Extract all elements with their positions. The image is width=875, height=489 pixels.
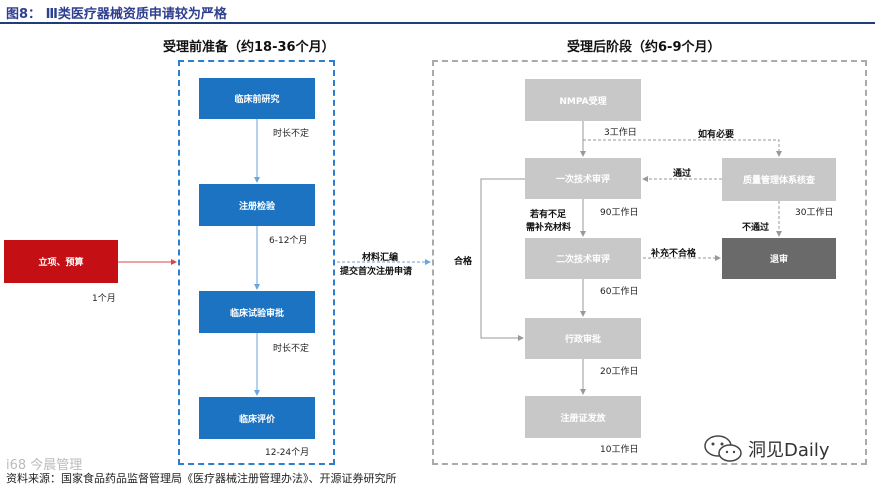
- phase-pre-title: 受理前准备（约18-36个月）: [163, 40, 335, 55]
- edge-label-qualified: 合格: [454, 257, 473, 267]
- node-project: 立项、预算: [4, 240, 118, 283]
- title-divider: [0, 22, 875, 24]
- edge-qualified-bypass: [480, 178, 525, 341]
- watermark-right: 洞见Daily: [700, 432, 830, 466]
- node-admin-approval: 行政审批: [525, 318, 641, 359]
- node-trial-approval: 临床试验审批: [199, 291, 315, 333]
- duration-nmpa: 3工作日: [604, 128, 637, 138]
- edge-label-submit-1: 材料汇编: [362, 253, 399, 263]
- edge-label-supplement-2: 需补充材料: [526, 223, 572, 233]
- duration-registration-test: 6-12个月: [269, 236, 308, 246]
- edge-label-supplement-1: 若有不足: [530, 210, 567, 220]
- phase-post-title: 受理后阶段（约6-9个月）: [567, 40, 721, 55]
- node-tech-review-2: 二次技术审评: [525, 238, 641, 279]
- node-nmpa: NMPA受理: [525, 79, 641, 121]
- node-cert-issue: 注册证发放: [525, 396, 641, 438]
- duration-quality-check: 30工作日: [795, 208, 834, 218]
- edge-label-passed: 通过: [673, 169, 692, 179]
- duration-trial-approval: 时长不定: [273, 344, 310, 354]
- post-phase-container: [432, 60, 867, 465]
- node-reject: 退审: [722, 238, 836, 279]
- edge-label-failed: 不通过: [742, 223, 770, 233]
- node-quality-check: 质量管理体系核查: [722, 158, 836, 201]
- node-clinical-research: 临床前研究: [199, 78, 315, 119]
- duration-clinical-eval: 12-24个月: [265, 448, 310, 458]
- node-registration-test: 注册检验: [199, 184, 315, 226]
- source-note: 资料来源：国家食品药品监督管理局《医疗器械注册管理办法》、开源证券研究所: [6, 472, 397, 485]
- duration-tech-review-2: 60工作日: [600, 287, 639, 297]
- node-clinical-eval: 临床评价: [199, 397, 315, 439]
- duration-clinical-research: 时长不定: [273, 129, 310, 139]
- edge-if-needed: [583, 139, 782, 157]
- node-tech-review-1: 一次技术审评: [525, 158, 641, 199]
- duration-project: 1个月: [92, 294, 116, 304]
- duration-cert-issue: 10工作日: [600, 445, 639, 455]
- duration-tech-review-1: 90工作日: [600, 208, 639, 218]
- figure-title: 图8： Ⅲ类医疗器械资质申请较为严格: [6, 7, 227, 22]
- edge-label-supplement-fail: 补充不合格: [651, 249, 697, 259]
- watermark-left: i68 今晨管理: [6, 458, 83, 473]
- edge-label-submit-2: 提交首次注册申请: [340, 267, 413, 277]
- wechat-icon: [704, 435, 742, 462]
- duration-admin-approval: 20工作日: [600, 367, 639, 377]
- watermark-right-text: 洞见Daily: [748, 440, 830, 461]
- edge-label-if-needed: 如有必要: [698, 130, 735, 140]
- pre-phase-container: [178, 60, 335, 465]
